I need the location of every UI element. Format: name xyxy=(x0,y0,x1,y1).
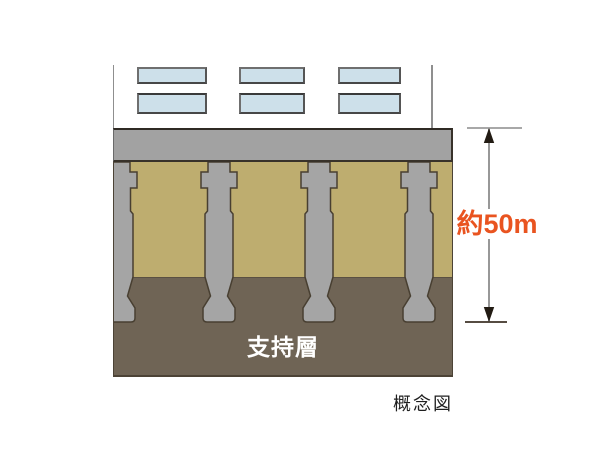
pile xyxy=(200,162,238,323)
support-layer-label: 支持層 xyxy=(247,334,319,360)
up-arrowhead-icon xyxy=(483,128,495,143)
building-window xyxy=(137,93,207,114)
building-window xyxy=(137,67,207,84)
building-window xyxy=(239,67,305,84)
diagram-caption: 概念図 xyxy=(393,394,453,414)
depth-label: 約50m xyxy=(456,209,538,239)
soil-upper-layer xyxy=(114,162,452,277)
building-window xyxy=(338,93,401,114)
piles-illustration xyxy=(114,162,438,323)
ground-section xyxy=(113,162,453,377)
foundation-slab xyxy=(113,128,453,162)
building xyxy=(113,65,433,128)
building-window xyxy=(338,67,401,84)
pile xyxy=(114,162,138,323)
down-arrowhead-icon xyxy=(483,307,495,322)
support-layer xyxy=(114,277,452,375)
building-window xyxy=(239,93,305,114)
pile xyxy=(400,162,438,323)
pile xyxy=(300,162,338,323)
